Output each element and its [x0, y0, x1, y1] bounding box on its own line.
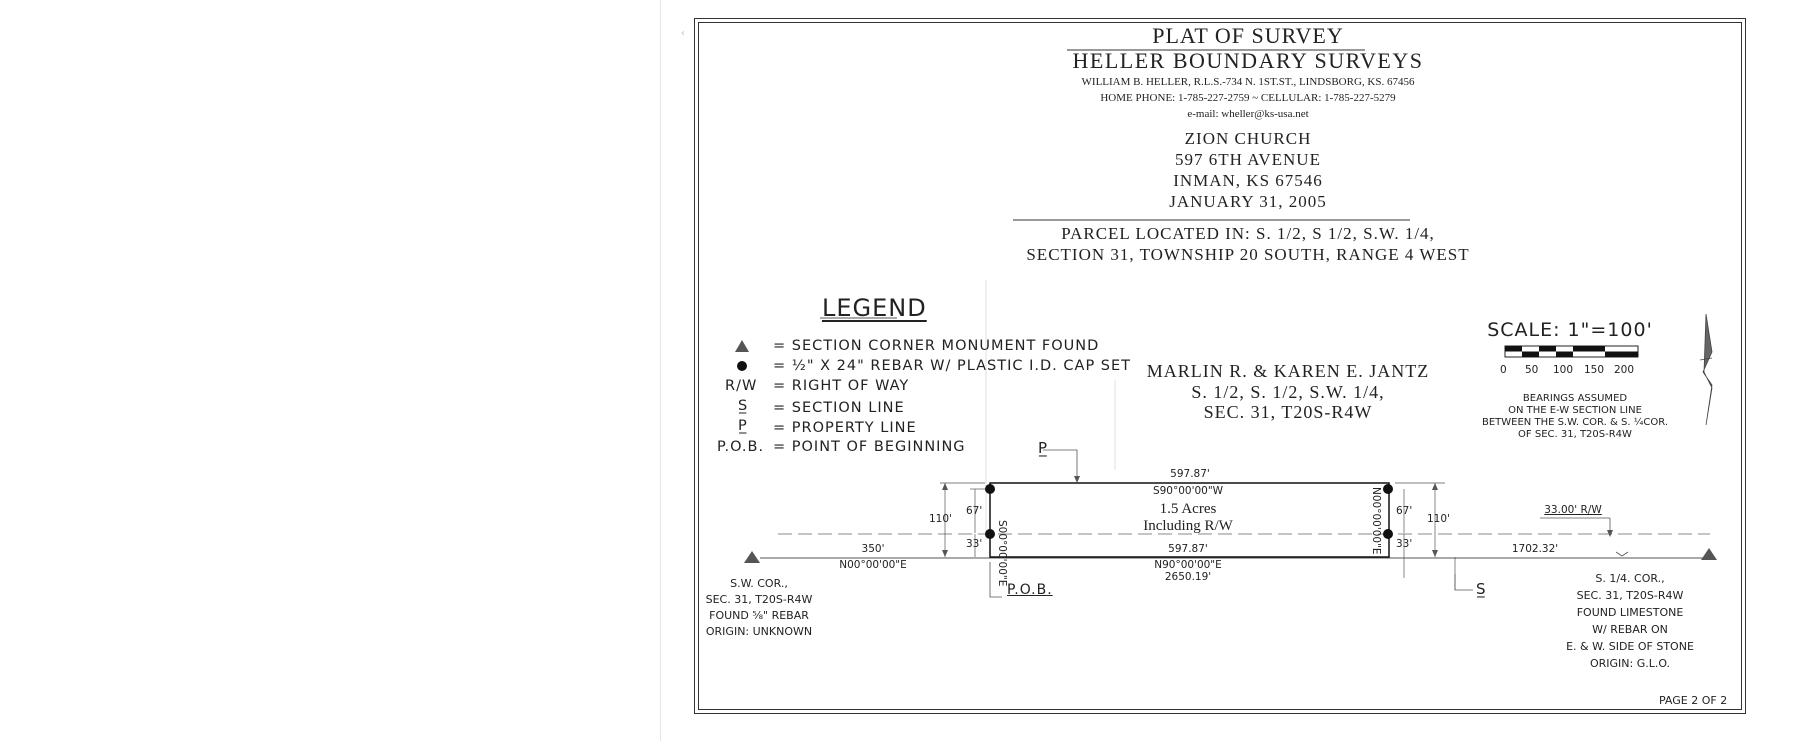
scale-tick-150: 150: [1584, 364, 1605, 376]
dim-33-right-label: 33': [1396, 538, 1413, 550]
row-width: 33.00' R/W: [1544, 504, 1602, 516]
quarter-corner-line-6: ORIGIN: G.L.O.: [1589, 657, 1671, 670]
pob-label: P.O.B.: [1007, 582, 1053, 598]
north-arrow-tick: [1699, 357, 1713, 361]
dim-33-left-label: 33': [966, 538, 983, 550]
pl-leader: [1043, 449, 1078, 478]
scale-block: [1573, 346, 1605, 352]
blank-margin: [0, 0, 660, 741]
owner-name: MARLIN R. & KAREN E. JANTZ: [1146, 361, 1430, 381]
top-bearing: S90°00'00"W: [1152, 485, 1224, 497]
client-street: 597 6TH AVENUE: [1175, 150, 1321, 169]
quarter-corner-line-3: FOUND LIMESTONE: [1576, 606, 1684, 619]
dot-icon: [737, 361, 747, 371]
bearings-note-4: OF SEC. 31, T20S-R4W: [1518, 429, 1632, 440]
area-line-2: Including R/W: [1143, 518, 1233, 534]
section-distance: 2650.19': [1164, 571, 1212, 583]
west-bearing: N00°00'00"E: [839, 559, 907, 571]
plat-title: PLAT OF SURVEY: [1152, 23, 1344, 48]
legend-symbol-row: R/W: [725, 378, 758, 394]
quarter-corner-line-4: W/ REBAR ON: [1592, 623, 1668, 636]
triangle-icon: [735, 340, 749, 352]
parcel-line-1: PARCEL LOCATED IN: S. 1/2, S 1/2, S.W. 1…: [1061, 224, 1435, 243]
left-bearing: S00°00'00"E: [996, 520, 1008, 587]
pl-label: P̲: [1038, 439, 1048, 457]
legend-text-pob: = POINT OF BEGINNING: [773, 439, 966, 455]
quarter-corner-line-1: S. 1/4. COR.,: [1595, 572, 1665, 585]
sheet-border-outer: [694, 18, 1746, 714]
bottom-distance: 597.87': [1168, 543, 1208, 555]
right-bearing: N00°00'00"E: [1370, 487, 1382, 555]
survey-date: JANUARY 31, 2005: [1169, 192, 1327, 211]
parcel-line-2: SECTION 31, TOWNSHIP 20 SOUTH, RANGE 4 W…: [1026, 245, 1470, 264]
quarter-corner-line-5: E. & W. SIDE OF STONE: [1566, 640, 1694, 653]
sw-corner-line-2: SEC. 31, T20S-R4W: [705, 593, 813, 606]
firm-email: e-mail: wheller@ks-usa.net: [1187, 108, 1309, 120]
scale-tick-0: 0: [1500, 364, 1507, 376]
page-number: PAGE 2 OF 2: [1659, 694, 1728, 707]
scale-label: SCALE: 1"=100': [1487, 319, 1653, 341]
client-name: ZION CHURCH: [1184, 129, 1312, 148]
west-distance: 350': [861, 543, 885, 555]
sw-corner-monument: [744, 551, 760, 563]
client-city: INMAN, KS 67546: [1173, 171, 1323, 190]
owner-desc-1: S. 1/2, S. 1/2, S.W. 1/4,: [1191, 382, 1385, 402]
dim-110-left-label: 110': [929, 513, 952, 525]
top-distance: 597.87': [1170, 468, 1210, 480]
corner-mark: ‹: [680, 28, 687, 39]
legend-text-section-line: = SECTION LINE: [773, 400, 905, 416]
parcel-boundary: [989, 482, 1390, 558]
legend-text-row: = RIGHT OF WAY: [773, 378, 910, 394]
pob-leader: [989, 562, 1002, 598]
dim-110-right-label: 110': [1427, 513, 1450, 525]
legend-symbol-section-line: S̲: [738, 398, 749, 414]
quarter-corner-line-2: SEC. 31, T20S-R4W: [1576, 589, 1684, 602]
scale-block: [1556, 351, 1573, 357]
scale-block: [1539, 346, 1556, 352]
legend-text-monument: = SECTION CORNER MONUMENT FOUND: [773, 338, 1100, 354]
bearings-note-3: BETWEEN THE S.W. COR. & S. ¼COR.: [1481, 417, 1669, 428]
legend-symbol-pob: P.O.B.: [717, 439, 765, 455]
owner-desc-2: SEC. 31, T20S-R4W: [1203, 402, 1373, 422]
dim-67-left-label: 67': [966, 505, 983, 517]
north-arrow-icon: [1702, 313, 1713, 426]
rebar-corner-ne: [1383, 484, 1393, 494]
firm-address: WILLIAM B. HELLER, R.L.S.-734 N. 1ST.ST.…: [1081, 76, 1415, 88]
rebar-corner-nw: [985, 484, 995, 494]
legend-text-property-line: = PROPERTY LINE: [773, 420, 917, 436]
rebar-corner-sw: [985, 529, 995, 539]
sl-leader: [1454, 574, 1473, 591]
page-divider: [660, 0, 661, 741]
dim-67-right-label: 67': [1396, 505, 1413, 517]
scale-block: [1505, 346, 1522, 352]
east-distance: 1702.32': [1511, 543, 1559, 555]
firm-name: HELLER BOUNDARY SURVEYS: [1072, 48, 1424, 73]
bearings-note-1: BEARINGS ASSUMED: [1522, 393, 1628, 404]
bearings-note-2: ON THE E-W SECTION LINE: [1508, 405, 1642, 416]
bottom-bearing: N90°00'00"E: [1154, 559, 1222, 571]
legend-symbol-property-line: P̲: [738, 418, 748, 434]
legend-text-rebar: = ½" X 24" REBAR W/ PLASTIC I.D. CAP SET: [773, 358, 1132, 374]
sw-corner-line-3: FOUND ⅝" REBAR: [709, 609, 809, 622]
sw-corner-line-1: S.W. COR.,: [730, 577, 788, 590]
scale-tick-100: 100: [1553, 364, 1574, 376]
scale-block: [1522, 351, 1539, 357]
sl-label: S̲: [1476, 580, 1486, 598]
scale-block: [1605, 351, 1638, 357]
scale-tick-200: 200: [1614, 364, 1635, 376]
rebar-corner-se: [1383, 529, 1393, 539]
scale-tick-50: 50: [1525, 364, 1539, 376]
s-quarter-corner-monument: [1701, 548, 1717, 560]
firm-phones: HOME PHONE: 1-785-227-2759 ~ CELLULAR: 1…: [1100, 92, 1396, 104]
area-line-1: 1.5 Acres: [1159, 501, 1217, 517]
sheet-border-inner: [698, 22, 1742, 710]
sw-corner-line-4: ORIGIN: UNKNOWN: [705, 625, 813, 638]
legend-title: LEGEND: [822, 294, 927, 322]
